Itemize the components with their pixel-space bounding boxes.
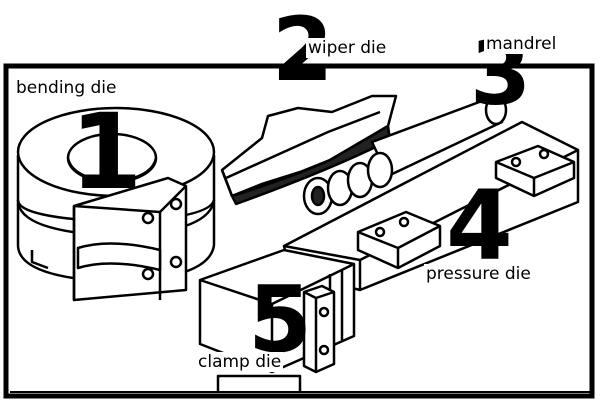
- label-pressure-die: pressure die: [424, 264, 533, 284]
- part-number-5: 5: [248, 266, 313, 373]
- bending-die-drawing: [16, 106, 216, 302]
- label-bending-die: bending die: [14, 78, 119, 98]
- label-clamp-die: clamp die: [196, 352, 284, 372]
- part-number-4: 4: [446, 170, 513, 282]
- label-mandrel: mandrel: [484, 34, 559, 54]
- mandrel-drawing: [302, 94, 509, 216]
- diagram-frame: [3, 63, 595, 399]
- clamp-die-drawing: [198, 248, 356, 392]
- part-number-1: 1: [70, 91, 143, 213]
- label-wiper-die: wiper die: [306, 38, 389, 58]
